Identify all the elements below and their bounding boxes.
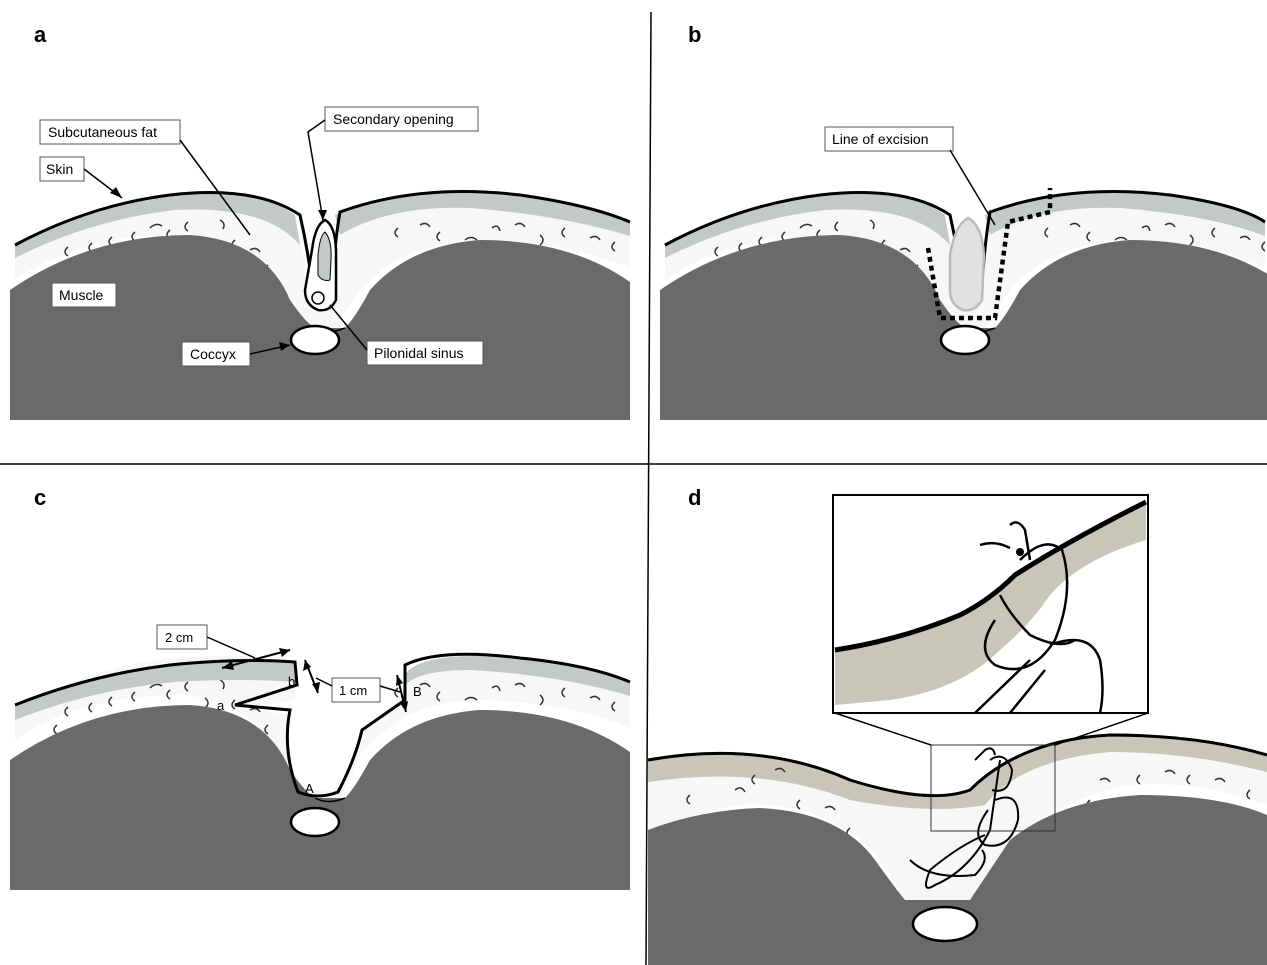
point-B: B (413, 684, 422, 699)
panel-c-letter: c (34, 485, 46, 510)
point-b: b (288, 674, 295, 689)
label-skin: Skin (46, 161, 73, 177)
panel-b: b Line of excision (660, 22, 1267, 420)
panel-b-letter: b (688, 22, 701, 47)
label-line-of-excision: Line of excision (832, 131, 929, 147)
zoom-inset (833, 495, 1148, 713)
panel-c: c 2 cm 1 cm (10, 485, 630, 890)
label-coccyx: Coccyx (190, 346, 236, 362)
label-pilonidal-sinus: Pilonidal sinus (374, 345, 464, 361)
point-a: a (217, 698, 225, 713)
label-subcutaneous-fat: Subcutaneous fat (48, 124, 157, 140)
label-secondary-opening: Secondary opening (333, 111, 454, 127)
coccyx-d (913, 907, 977, 941)
coccyx-bone (291, 326, 339, 354)
panel-a-letter: a (34, 22, 47, 47)
label-1cm: 1 cm (339, 683, 367, 698)
panel-d: d (648, 485, 1267, 965)
label-muscle: Muscle (59, 287, 104, 303)
panel-a: a Subcutaneous fat Secondary opening Ski… (10, 22, 630, 420)
point-A: A (305, 781, 314, 796)
label-2cm: 2 cm (165, 630, 193, 645)
panel-d-letter: d (688, 485, 701, 510)
